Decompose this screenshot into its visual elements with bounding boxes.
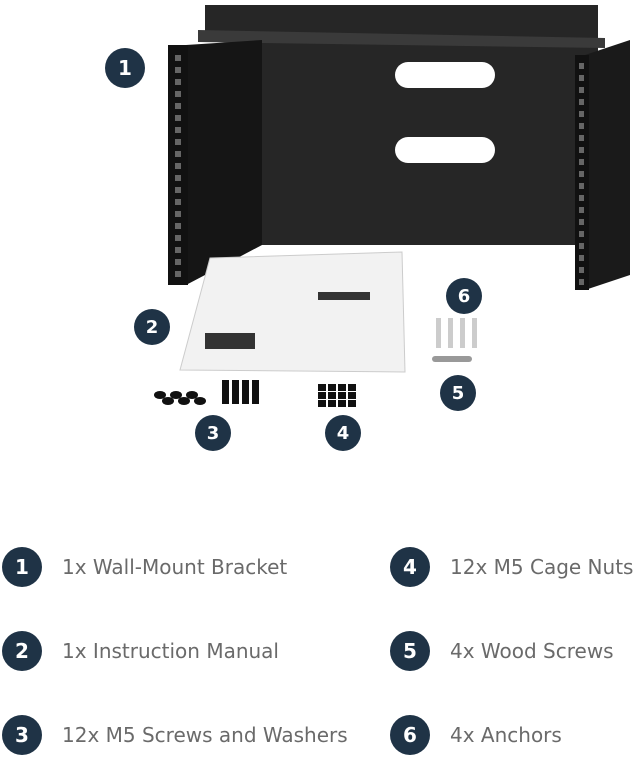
washer: [170, 391, 182, 399]
rail-hole: [175, 235, 181, 241]
callout-badge-6: 6: [446, 278, 482, 314]
rail-hole: [175, 199, 181, 205]
legend-label-1: 1x Wall-Mount Bracket: [62, 555, 288, 579]
cage-nut: [348, 400, 356, 407]
cage-nut: [318, 400, 326, 407]
m5-screw: [232, 380, 239, 404]
rail-hole: [579, 123, 584, 129]
bracket-slot: [395, 137, 495, 163]
washer: [178, 397, 190, 405]
rail-hole: [579, 99, 584, 105]
rail-hole: [579, 111, 584, 117]
rail-hole: [175, 103, 181, 109]
rail-hole: [579, 171, 584, 177]
bracket-back-panel: [205, 5, 598, 245]
callout-badge-3: 3: [195, 415, 231, 451]
anchor: [448, 318, 453, 348]
m5-screw: [222, 380, 229, 404]
cage-nut: [338, 392, 346, 399]
cage-nut: [318, 384, 326, 391]
rail-hole: [175, 247, 181, 253]
legend-badge-4: 4: [390, 547, 430, 587]
rail-hole: [579, 231, 584, 237]
m5-screw: [242, 380, 249, 404]
callout-badge-4: 4: [325, 415, 361, 451]
rail-hole: [579, 159, 584, 165]
anchor: [460, 318, 465, 348]
cage-nut: [328, 384, 336, 391]
legend-label-6: 4x Anchors: [450, 723, 562, 747]
m5-screw: [252, 380, 259, 404]
cage-nut: [338, 384, 346, 391]
rail-hole: [579, 255, 584, 261]
callout-badge-2: 2: [134, 309, 170, 345]
rail-hole: [175, 139, 181, 145]
legend-label-5: 4x Wood Screws: [450, 639, 614, 663]
cage-nut: [348, 384, 356, 391]
washer: [186, 391, 198, 399]
rail-hole: [579, 147, 584, 153]
product-illustration: [154, 5, 630, 407]
rail-hole: [175, 151, 181, 157]
legend-badge-5: 5: [390, 631, 430, 671]
legend-label-3: 12x M5 Screws and Washers: [62, 723, 348, 747]
bracket-left-side: [186, 40, 262, 285]
rail-hole: [579, 207, 584, 213]
rail-hole: [175, 163, 181, 169]
washer: [162, 397, 174, 405]
bracket-slot: [395, 62, 495, 88]
washer: [194, 397, 206, 405]
rail-hole: [579, 219, 584, 225]
callout-badge-1: 1: [105, 48, 145, 88]
rail-hole: [579, 63, 584, 69]
rail-hole: [175, 187, 181, 193]
rail-hole: [175, 115, 181, 121]
legend-badge-1: 1: [2, 547, 42, 587]
rail-hole: [579, 243, 584, 249]
cage-nut: [338, 400, 346, 407]
rail-hole: [175, 79, 181, 85]
bracket-right-side: [585, 40, 630, 290]
rail-hole: [579, 135, 584, 141]
bracket-top-edge: [198, 30, 605, 48]
rail-hole: [579, 75, 584, 81]
rail-hole: [579, 87, 584, 93]
legend-label-2: 1x Instruction Manual: [62, 639, 279, 663]
rail-hole: [175, 127, 181, 133]
rail-hole: [175, 223, 181, 229]
rail-hole: [579, 267, 584, 273]
cage-nut: [348, 392, 356, 399]
cage-nut: [328, 392, 336, 399]
instruction-manual: [179, 251, 406, 373]
legend-badge-3: 3: [2, 715, 42, 755]
rail-hole: [579, 195, 584, 201]
rail-hole: [579, 279, 584, 285]
legend-label-4: 12x M5 Cage Nuts: [450, 555, 634, 579]
anchor: [472, 318, 477, 348]
rail-hole: [175, 67, 181, 73]
callout-badge-5: 5: [440, 375, 476, 411]
rail-hole: [175, 271, 181, 277]
cage-nut: [328, 400, 336, 407]
rail-hole: [175, 211, 181, 217]
manual-photo: [318, 292, 370, 300]
manual-photo: [205, 333, 255, 349]
wood-screws: [432, 356, 472, 362]
cage-nut: [318, 392, 326, 399]
anchor: [436, 318, 441, 348]
legend-badge-2: 2: [2, 631, 42, 671]
legend-badge-6: 6: [390, 715, 430, 755]
rail-hole: [175, 175, 181, 181]
rail-hole: [579, 183, 584, 189]
rail-hole: [175, 91, 181, 97]
rail-hole: [175, 55, 181, 61]
washer: [154, 391, 166, 399]
rail-hole: [175, 259, 181, 265]
